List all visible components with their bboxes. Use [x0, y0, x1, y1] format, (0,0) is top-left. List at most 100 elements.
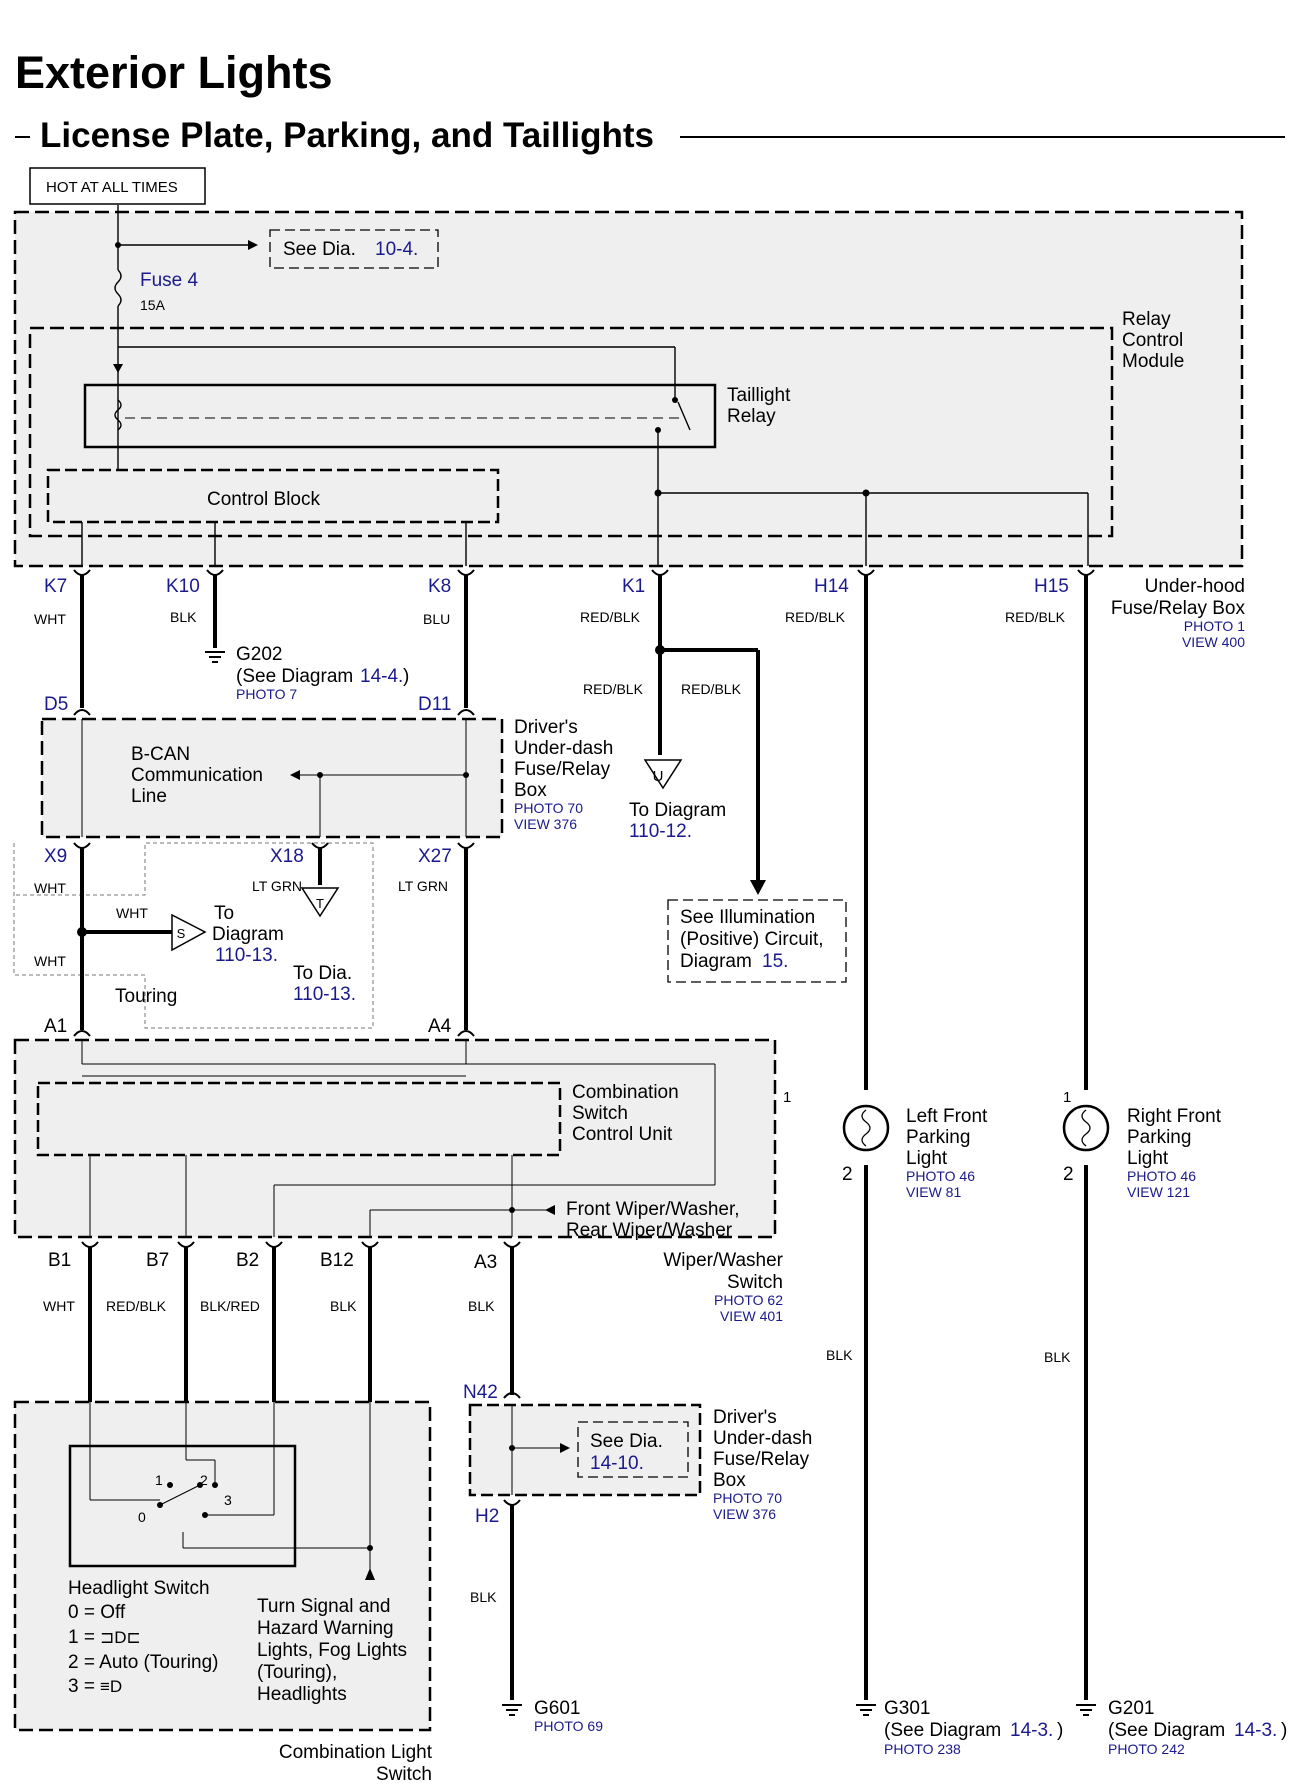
pin-b2: B2 [236, 1250, 259, 1271]
pin-b12: B12 [320, 1250, 354, 1271]
junction-dot [509, 1445, 515, 1451]
relay-module-l1: Relay [1122, 309, 1171, 330]
control-block-box [46, 468, 500, 524]
driver-box1-outline [40, 717, 504, 839]
see-dia2-ref: 14-10. [590, 1453, 644, 1474]
wire-h2: BLK [470, 1589, 497, 1605]
right-parking-bulb-icon [1062, 1104, 1110, 1152]
underhood-l2: Fuse/Relay Box [1111, 598, 1246, 619]
connector-ticks [73, 569, 1095, 1506]
switch-n1: 1 [155, 1472, 163, 1488]
relay-contact [672, 397, 678, 403]
pin-k10: K10 [166, 576, 200, 597]
bcan-l3: Line [131, 786, 167, 807]
wire-k1a: RED/BLK [583, 681, 644, 697]
page-subtitle: License Plate, Parking, and Taillights [40, 116, 654, 155]
switch-contact [212, 1482, 218, 1488]
driver-box1-photo: PHOTO 70 [514, 800, 583, 816]
u-triangle-icon [643, 759, 683, 790]
combo-light-l1: Combination Light [279, 1742, 433, 1763]
see-illumination-box [667, 899, 847, 983]
driver-box2-photo: PHOTO 70 [713, 1490, 782, 1506]
headlight-s3: 3 = [68, 1676, 95, 1697]
pin-h15: H15 [1034, 576, 1069, 597]
junction-dot [463, 772, 469, 778]
relay-module-l3: Module [1122, 351, 1184, 372]
to-t-ref: 110-13. [293, 984, 356, 1005]
pin-b7: B7 [146, 1250, 169, 1271]
wiper-text-l1: Front Wiper/Washer, [566, 1199, 740, 1220]
page-title: Exterior Lights [15, 47, 333, 98]
junction-dot [367, 1545, 373, 1551]
pin-d5: D5 [44, 694, 68, 715]
taillight-relay-l1: Taillight [727, 385, 791, 406]
taillight-relay-l2: Relay [727, 406, 776, 427]
underhood-l1: Under-hood [1145, 576, 1245, 597]
headlamp-icon: ≡D [100, 1677, 122, 1696]
pin-b1: B1 [48, 1250, 71, 1271]
g301-see: (See Diagram [884, 1720, 1001, 1741]
combo-unit-l1: Combination [572, 1082, 679, 1103]
to-s-ref: 110-13. [215, 945, 278, 966]
combo-unit-l3: Control Unit [572, 1124, 673, 1145]
headlight-title: Headlight Switch [68, 1578, 210, 1599]
right-parking-photo: PHOTO 46 [1127, 1168, 1196, 1184]
driver-box2-outline [468, 1403, 702, 1497]
g202-name: G202 [236, 644, 282, 665]
see-illum-l1: See Illumination [680, 907, 815, 928]
fuse-name: Fuse 4 [140, 270, 199, 291]
switch-n3: 3 [224, 1492, 232, 1508]
bcan-l1: B-CAN [131, 744, 190, 765]
g301-close: ) [1057, 1720, 1063, 1741]
combo-unit-box [36, 1081, 562, 1157]
wire-left-parking: BLK [826, 1347, 853, 1363]
driver-box2-l4: Box [713, 1470, 746, 1491]
pin-x27: X27 [418, 846, 452, 867]
driver-box1-l2: Under-dash [514, 738, 613, 759]
to-s-l1: To [214, 903, 234, 924]
arrow-fuse-down [113, 364, 123, 373]
pin-h2: H2 [475, 1506, 499, 1527]
to-s-l2: Diagram [212, 924, 284, 945]
left-pin2: 2 [842, 1164, 853, 1185]
right-bulb-filament [1081, 1109, 1091, 1147]
see-dia-text: See Dia. [283, 239, 356, 260]
hot-at-all-times-box [29, 167, 206, 205]
underhood-view: VIEW 400 [1182, 634, 1245, 650]
wire-k10: BLK [170, 609, 197, 625]
parking-lamp-icon: ⊐D⊏ [100, 1628, 141, 1647]
turn-signal-l4: (Touring), [257, 1662, 337, 1683]
headlight-s1: 1 = [68, 1627, 95, 1648]
switch-contact [202, 1512, 208, 1518]
g202-ref: 14-4. [360, 666, 403, 687]
g201-name: G201 [1108, 1698, 1154, 1719]
g601-photo: PHOTO 69 [534, 1718, 603, 1734]
g202-close: ) [403, 666, 409, 687]
pin-x18: X18 [270, 846, 304, 867]
see-dia-ref: 10-4. [375, 239, 418, 260]
arrow-wiper [545, 1205, 555, 1215]
headlight-s2: 2 = Auto (Touring) [68, 1652, 219, 1673]
underhood-photo: PHOTO 1 [1184, 618, 1245, 634]
junction-dot [509, 1207, 515, 1213]
pin-a3: A3 [474, 1252, 497, 1273]
g201-close: ) [1281, 1720, 1287, 1741]
wiper-switch-l1: Wiper/Washer [663, 1250, 783, 1271]
see-dia-box [269, 229, 439, 269]
main-wires [80, 575, 1088, 1700]
left-parking-l2: Parking [906, 1127, 970, 1148]
wire-h14: RED/BLK [785, 609, 846, 625]
g301-ref: 14-3. [1010, 1720, 1053, 1741]
left-pin1: 1 [783, 1089, 791, 1106]
driver-box2-l2: Under-dash [713, 1428, 812, 1449]
see-dia2-box [577, 1421, 689, 1478]
pin-x9: X9 [44, 846, 67, 867]
combo-light-l2: Switch [376, 1764, 432, 1785]
arrow-illumination [750, 880, 766, 895]
junction-dot [115, 242, 121, 248]
fuse-feed-wiring [81, 205, 1089, 566]
relay-module-l2: Control [1122, 330, 1183, 351]
see-dia2-text: See Dia. [590, 1431, 663, 1452]
g201-see: (See Diagram [1108, 1720, 1225, 1741]
